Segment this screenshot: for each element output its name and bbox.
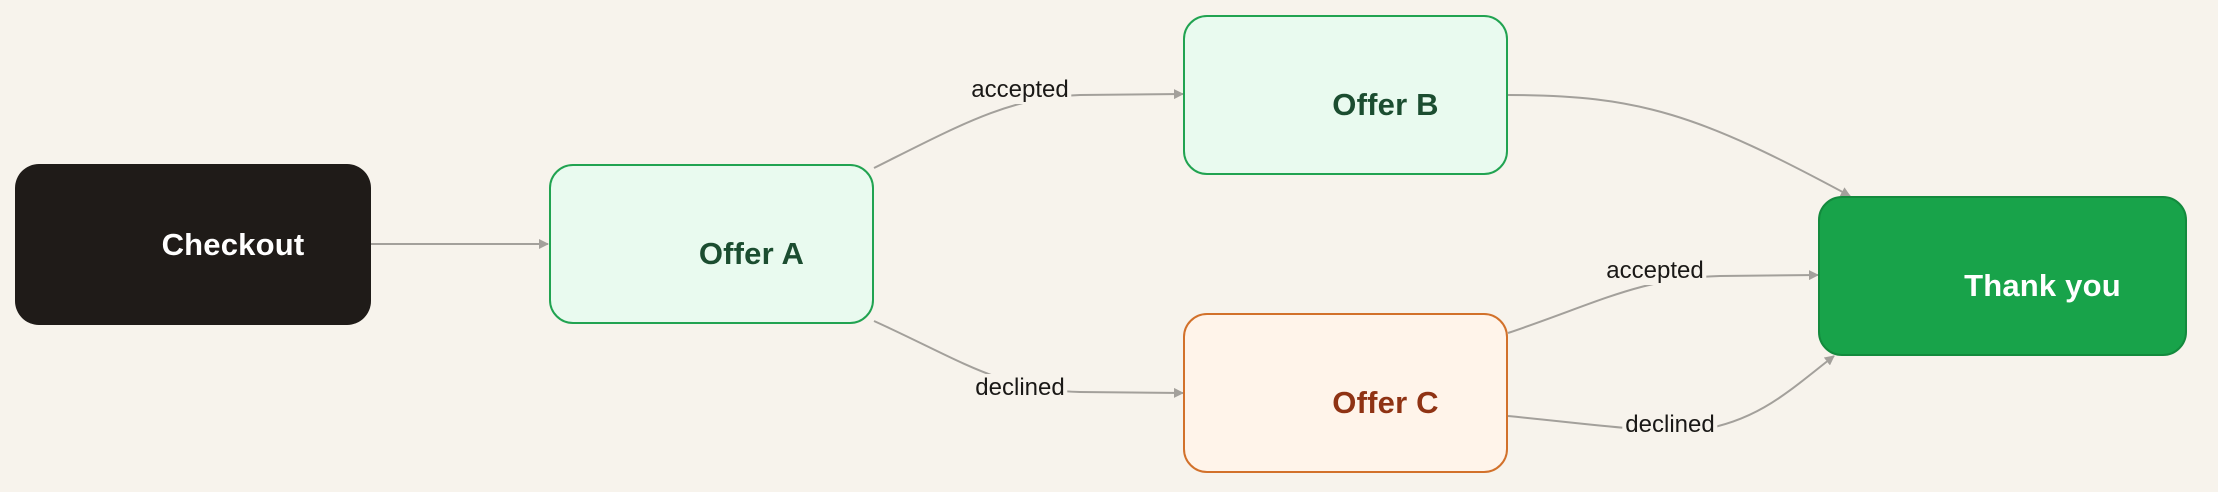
edge-label-declined-thank-you: declined [1622, 411, 1718, 439]
node-checkout: Checkout [15, 164, 371, 325]
node-offer-c: Offer C [1183, 313, 1508, 473]
node-offer-c-label: Offer C [1332, 385, 1439, 420]
edge-label-accepted-thank-you: accepted [1603, 257, 1707, 285]
node-offer-b-label: Offer B [1332, 87, 1439, 122]
node-checkout-label: Checkout [161, 226, 305, 262]
node-thank-you-label: Thank you [1964, 268, 2121, 303]
node-offer-b: Offer B [1183, 15, 1508, 175]
edge-offer-a-to-offer-b [873, 89, 1184, 169]
node-thank-you: Thank you [1818, 196, 2187, 356]
edge-label-accepted-b: accepted [968, 76, 1072, 104]
edge-offer-b-to-thank-you [1507, 94, 1851, 197]
edge-label-declined-c: declined [972, 374, 1068, 402]
node-offer-a: Offer A [549, 164, 874, 324]
node-offer-a-label: Offer A [698, 236, 805, 271]
